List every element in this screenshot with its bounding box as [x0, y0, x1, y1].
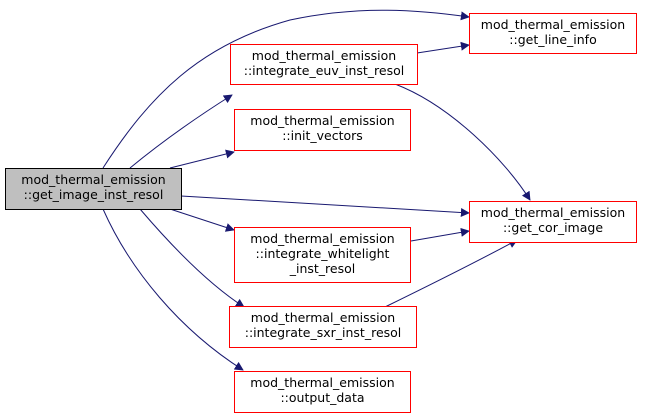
node-get-line-info[interactable]: mod_thermal_emission ::get_line_info — [469, 13, 637, 54]
node-integrate-sxr-inst-resol[interactable]: mod_thermal_emission ::integrate_sxr_ins… — [229, 306, 417, 348]
edge-integrate-whitelight-to-get-cor-image — [410, 227, 470, 242]
node-integrate-whitelight-inst-resol[interactable]: mod_thermal_emission ::integrate_whiteli… — [234, 227, 411, 283]
edge-integrate-euv-to-get-line-info — [416, 41, 470, 54]
node-init-vectors-line1: mod_thermal_emission — [250, 113, 394, 128]
node-init-vectors-line2: ::init_vectors — [282, 128, 363, 143]
node-get-cor-image[interactable]: mod_thermal_emission ::get_cor_image — [469, 201, 637, 243]
node-get-cor-image-line1: mod_thermal_emission — [481, 205, 625, 220]
node-output-data-line1: mod_thermal_emission — [250, 375, 394, 390]
node-output-data[interactable]: mod_thermal_emission ::output_data — [234, 371, 411, 413]
node-integrate-whitelight-line1: mod_thermal_emission — [250, 231, 394, 246]
node-integrate-euv-line2: ::integrate_euv_inst_resol — [244, 63, 405, 78]
edge-root-to-output-data — [102, 208, 244, 371]
node-get-image-inst-resol-line1: mod_thermal_emission — [21, 172, 165, 187]
node-integrate-whitelight-line3: _inst_resol — [289, 261, 356, 276]
edges — [102, 9, 531, 371]
node-get-line-info-line1: mod_thermal_emission — [481, 17, 625, 32]
node-integrate-whitelight-line2: ::integrate_whitelight — [256, 246, 390, 261]
node-get-cor-image-line2: ::get_cor_image — [503, 220, 603, 235]
edge-root-to-integrate-sxr — [139, 208, 245, 308]
node-get-line-info-line2: ::get_line_info — [509, 32, 596, 47]
node-integrate-sxr-line2: ::integrate_sxr_inst_resol — [245, 325, 402, 340]
edge-integrate-sxr-to-get-cor-image — [384, 239, 518, 308]
node-output-data-line2: ::output_data — [280, 390, 364, 405]
edge-root-to-integrate-euv — [129, 94, 233, 169]
edge-root-to-get-line-info — [102, 9, 470, 169]
node-integrate-sxr-line1: mod_thermal_emission — [251, 310, 395, 325]
edge-integrate-euv-to-get-cor-image — [394, 83, 531, 201]
node-get-image-inst-resol-line2: ::get_image_inst_resol — [24, 187, 164, 202]
edge-root-to-integrate-whitelight — [169, 208, 235, 232]
edge-root-to-get-cor-image — [180, 195, 470, 218]
node-integrate-euv-inst-resol[interactable]: mod_thermal_emission ::integrate_euv_ins… — [230, 44, 418, 85]
edge-root-to-init-vectors — [169, 149, 235, 169]
node-get-image-inst-resol[interactable]: mod_thermal_emission ::get_image_inst_re… — [5, 168, 182, 210]
node-integrate-euv-line1: mod_thermal_emission — [252, 48, 396, 63]
node-init-vectors[interactable]: mod_thermal_emission ::init_vectors — [234, 109, 411, 151]
